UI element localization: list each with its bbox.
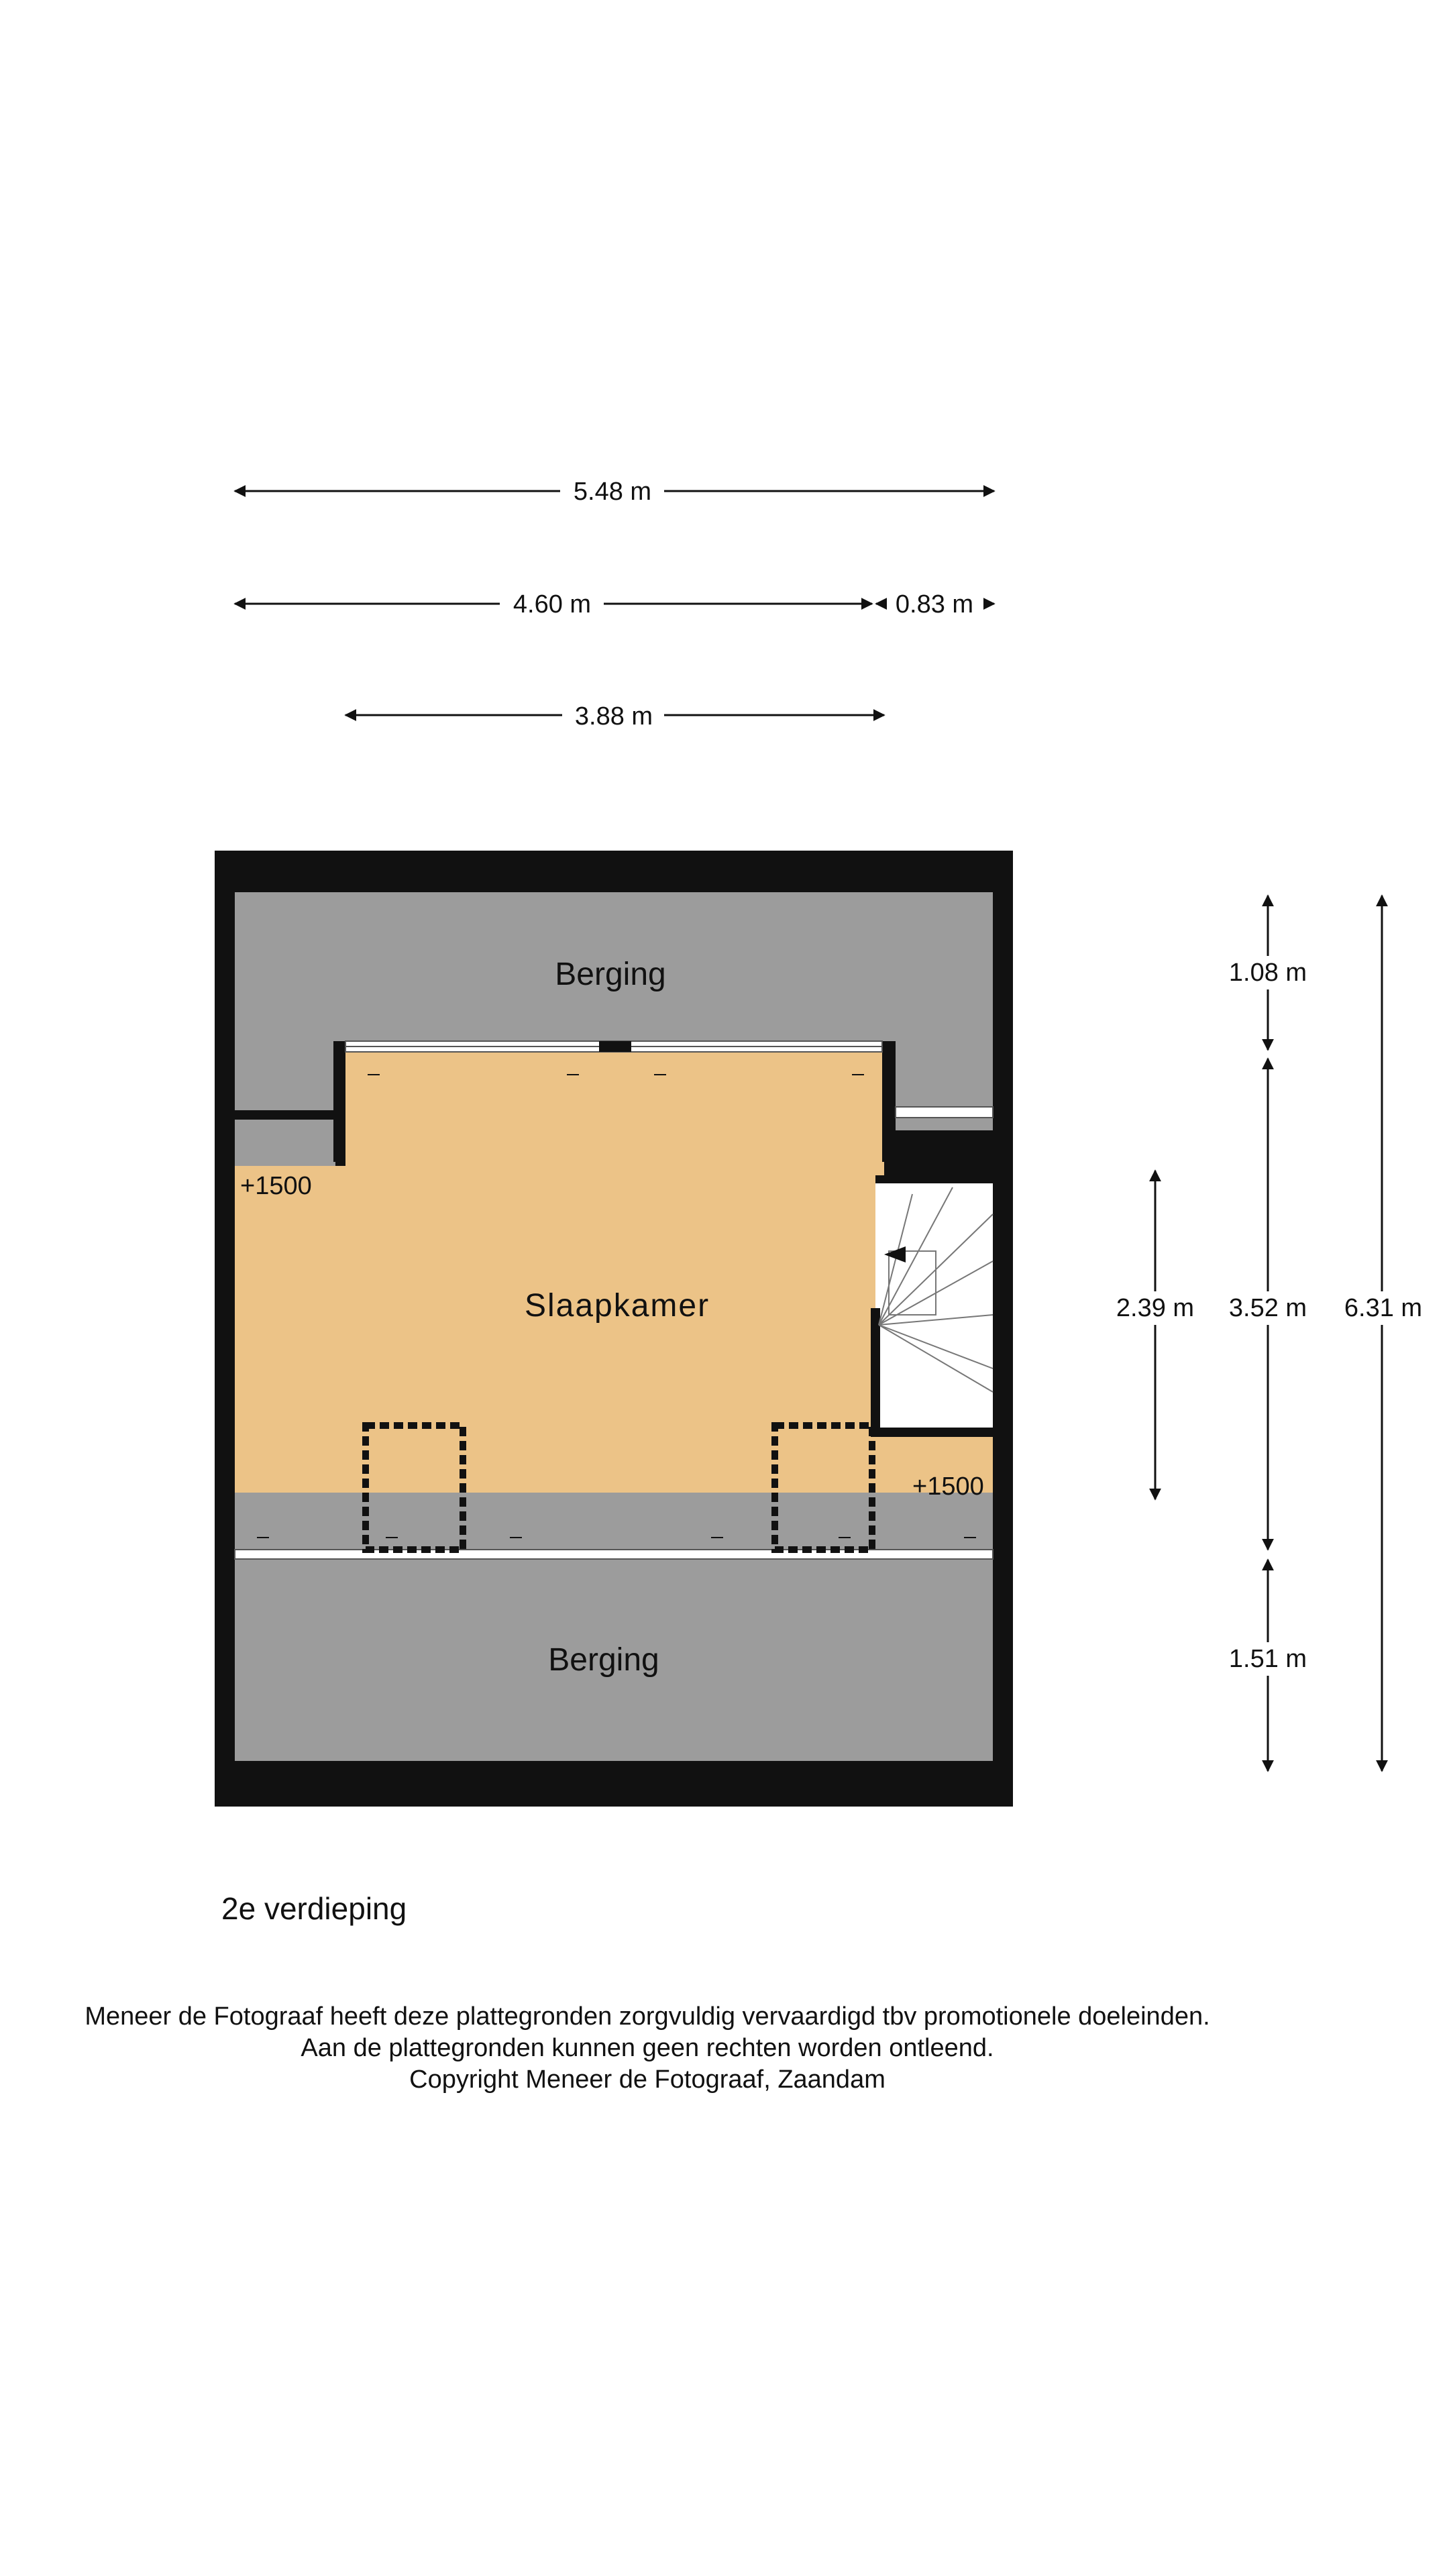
disclaimer: Meneer de Fotograaf heeft deze plattegro… [0,2001,1295,2096]
knee-wall-bottom [234,1549,994,1560]
storage-bottom-area [235,1550,993,1761]
stair-well [875,1175,993,1434]
disclaimer-line: Copyright Meneer de Fotograaf, Zaandam [409,2065,885,2094]
dimension-overall-depth: 6.31 m [1344,894,1422,1772]
wall-segment [235,1110,345,1120]
room-label-storage-top: Berging [555,957,665,992]
storage-strip [235,1493,993,1550]
dimension-label: 3.88 m [575,702,653,731]
wall-segment [871,1308,880,1436]
stair-direction-arrow [884,1246,906,1263]
level-label-left: +1500 [240,1172,312,1200]
bedroom-area [235,1052,993,1493]
dimension-label: 1.51 m [1229,1645,1307,1673]
staircase-treads [878,1187,994,1393]
dimension-label: 4.60 m [513,590,591,619]
floor-name: 2e verdieping [221,1891,407,1926]
knee-wall-right [895,1106,994,1118]
room-label-bedroom: Slaapkamer [525,1288,710,1324]
slope-arrows [257,1074,976,1538]
skylight-outline [771,1422,875,1553]
dimension-width-b: 0.83 m [875,590,996,619]
wall-segment [875,1175,993,1183]
dimension-width-a: 4.60 m [233,590,873,619]
dimension-label: 0.83 m [896,590,973,619]
wall-segment [882,1041,896,1162]
wall-segment [871,1428,993,1437]
dimension-label: 2.39 m [1116,1294,1194,1322]
skylight-outline [362,1422,466,1553]
storage-left-strip [235,1112,335,1166]
dimension-depth-bottom-storage: 1.51 m [1229,1558,1307,1772]
dimension-depth-top-storage: 1.08 m [1229,894,1307,1051]
dimension-depth-bedroom: 3.52 m [1229,1057,1307,1551]
dimension-overall-width: 5.48 m [233,478,996,506]
wall-segment [333,1041,345,1162]
dimension-label: 5.48 m [574,478,651,506]
dimension-knee-height-zone: 2.39 m [1116,1169,1194,1501]
dimension-label: 3.52 m [1229,1294,1307,1322]
dimension-inner-width: 3.88 m [344,702,885,731]
dimension-label: 1.08 m [1229,959,1307,987]
disclaimer-line: Aan de plattegronden kunnen geen rechten… [301,2034,994,2062]
disclaimer-line: Meneer de Fotograaf heeft deze plattegro… [85,2002,1210,2031]
dimension-label: 6.31 m [1344,1294,1422,1322]
room-label-storage-bottom: Berging [548,1642,659,1678]
chimney-block [599,1041,631,1052]
level-label-right: +1500 [912,1472,984,1501]
